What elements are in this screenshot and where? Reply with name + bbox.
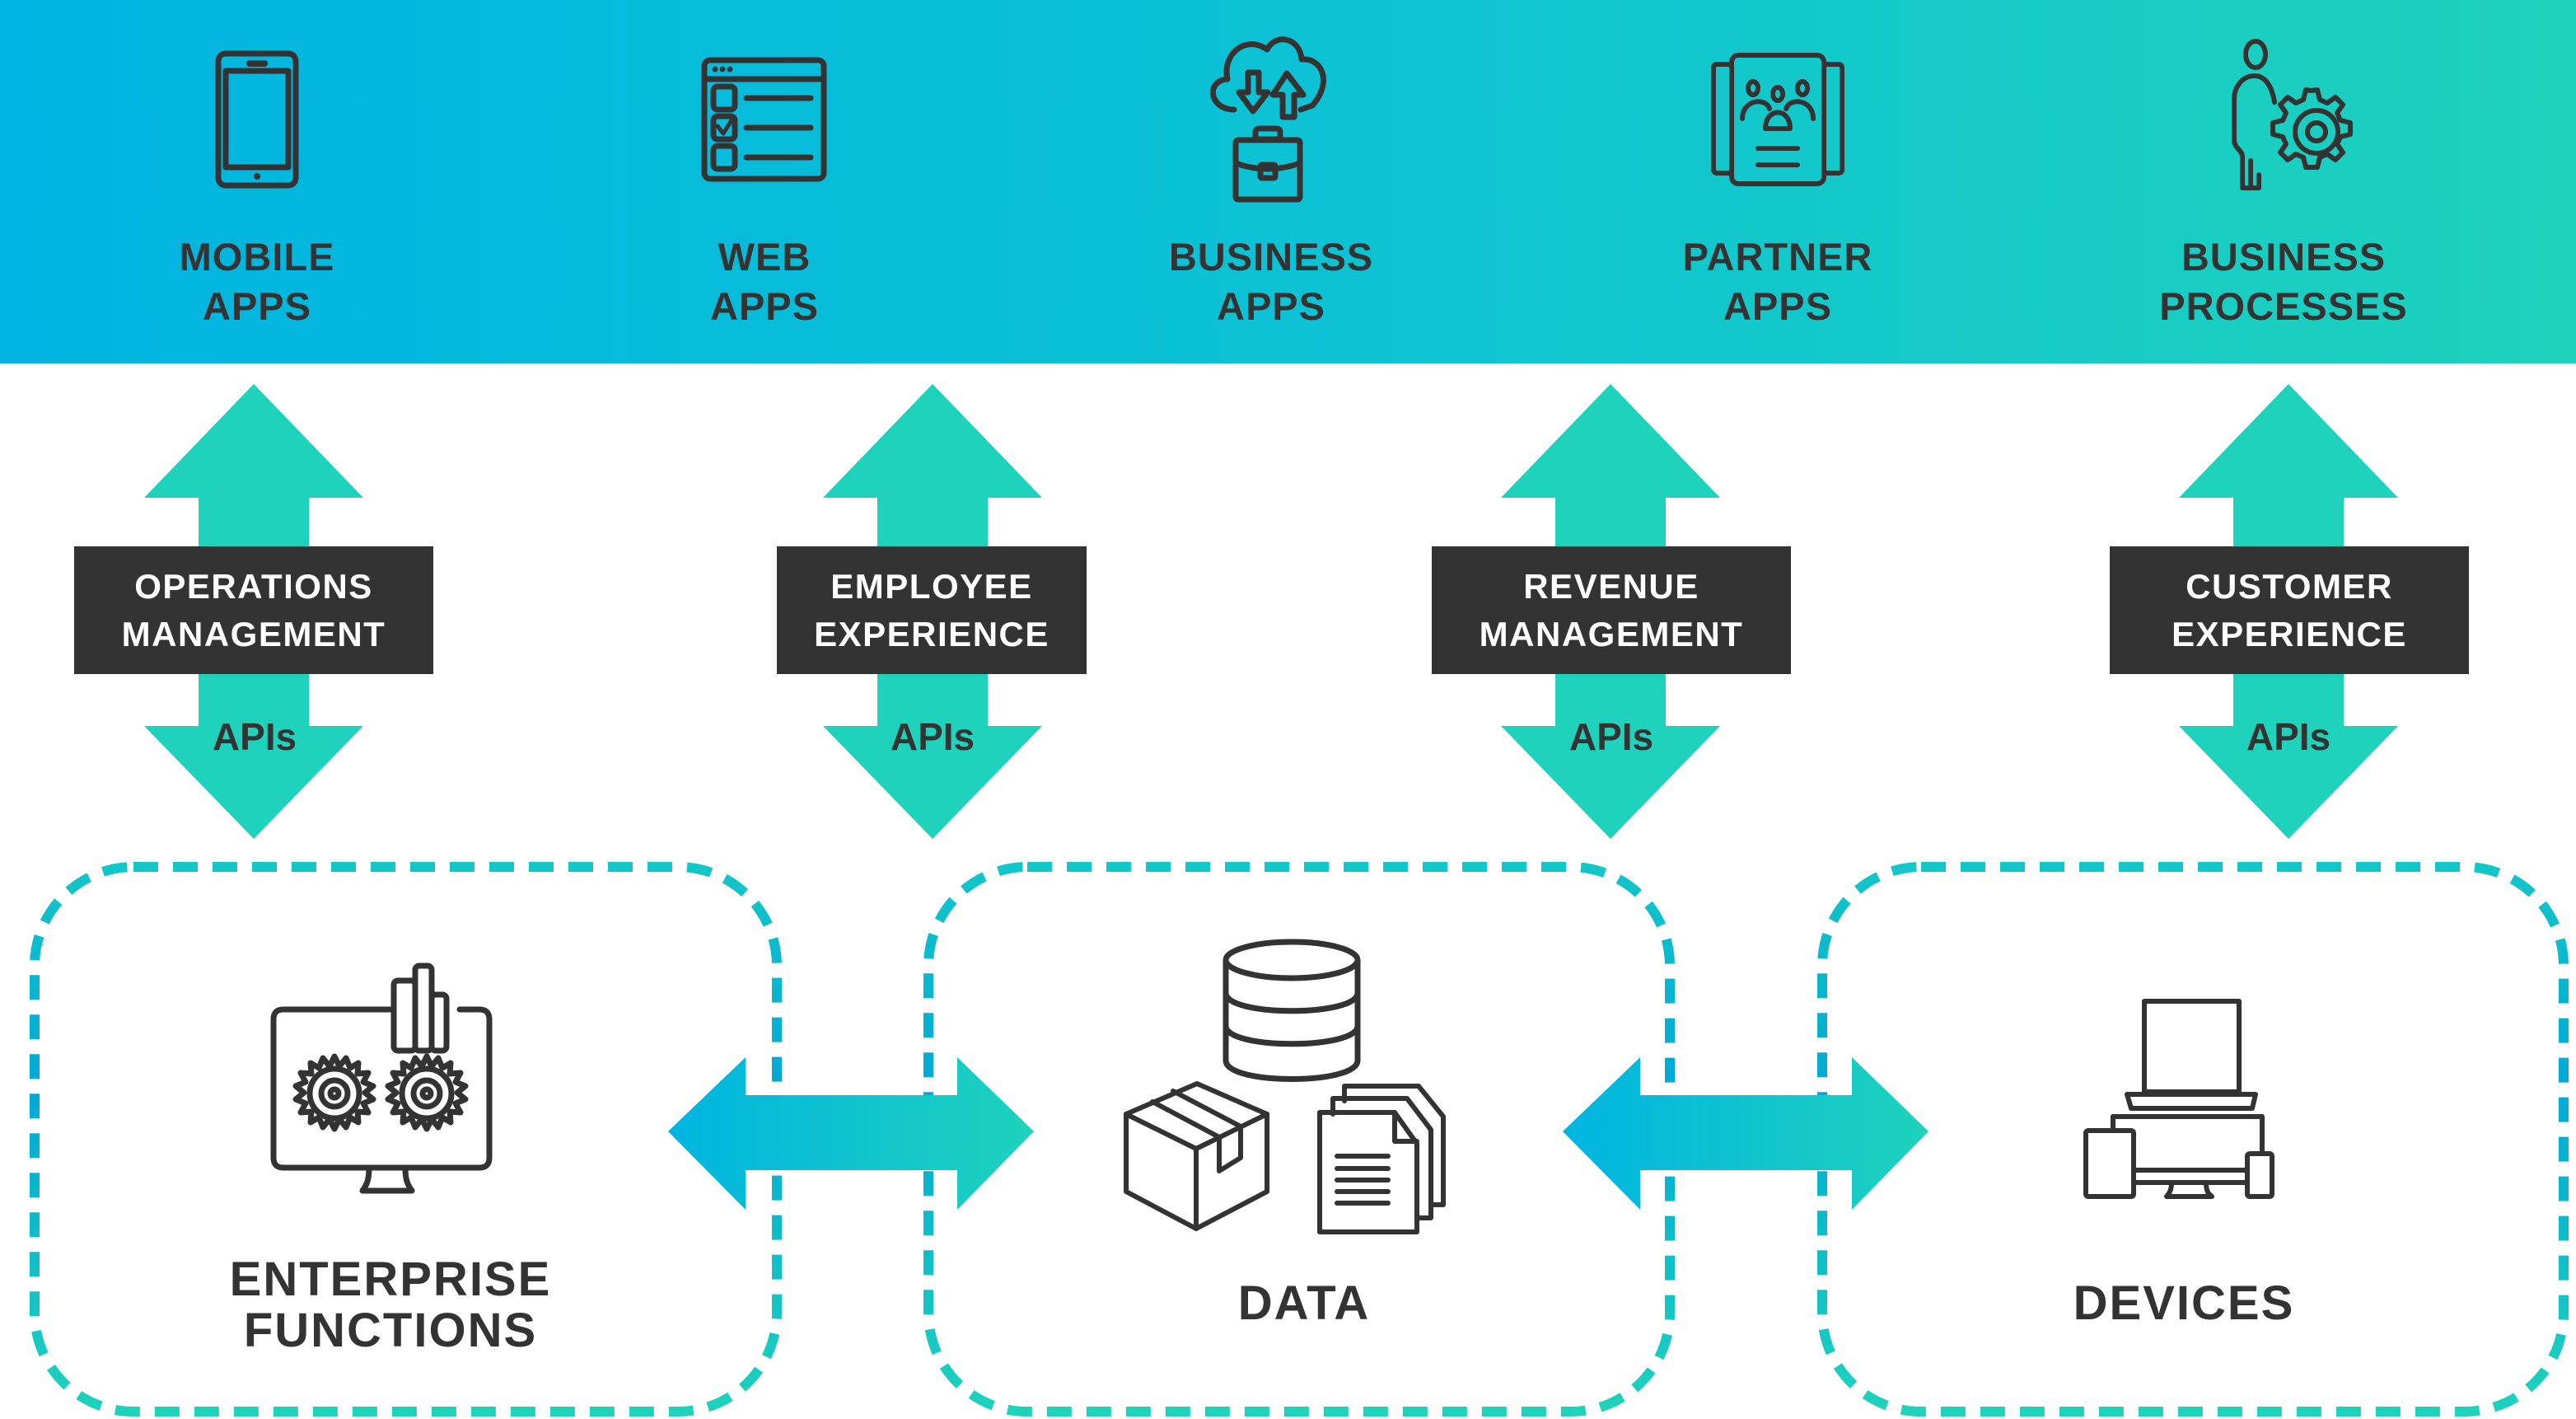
api-label: APIs bbox=[2246, 715, 2331, 758]
smartphone-icon bbox=[215, 50, 299, 189]
connector-tag-customer-experience: CUSTOMER EXPERIENCE bbox=[2110, 546, 2469, 674]
bidirectional-arrow-data-devices bbox=[1563, 1057, 1928, 1210]
api-label: APIs bbox=[1569, 715, 1654, 758]
consumer-label: BUSINESS PROCESSES bbox=[2159, 235, 2408, 328]
bidirectional-arrow-enterprise-data bbox=[668, 1057, 1034, 1210]
api-label: APIs bbox=[212, 715, 297, 758]
connector-tag-revenue-management: REVENUE MANAGEMENT bbox=[1432, 546, 1791, 674]
partner-group-icon bbox=[1711, 53, 1844, 186]
source-label-enterprise-functions: ENTERPRISE FUNCTIONS bbox=[229, 1253, 552, 1357]
web-checklist-icon bbox=[701, 57, 827, 182]
documents-icon bbox=[1317, 1084, 1446, 1234]
api-label: APIs bbox=[890, 715, 975, 758]
database-icon bbox=[1223, 939, 1361, 1082]
consumer-business-apps: BUSINESS APPS bbox=[1057, 0, 1485, 363]
source-label-devices: DEVICES bbox=[2073, 1276, 2295, 1330]
consumer-web-apps: WEB APPS bbox=[550, 0, 979, 363]
consumer-label: MOBILE APPS bbox=[179, 235, 335, 328]
package-box-icon bbox=[1124, 1081, 1269, 1231]
person-gear-icon bbox=[2232, 39, 2353, 190]
consumer-partner-apps: PARTNER APPS bbox=[1564, 0, 1992, 363]
cloud-briefcase-icon bbox=[1210, 36, 1326, 203]
consumer-label: WEB APPS bbox=[710, 235, 819, 328]
consumer-label: BUSINESS APPS bbox=[1168, 235, 1374, 328]
connector-tag-operations-management: OPERATIONS MANAGEMENT bbox=[74, 546, 433, 674]
consumer-mobile-apps: MOBILE APPS bbox=[43, 0, 471, 363]
consumer-business-processes: BUSINESS PROCESSES bbox=[2069, 0, 2498, 363]
connector-tag-employee-experience: EMPLOYEE EXPERIENCE bbox=[777, 546, 1087, 674]
monitor-gears-icon bbox=[270, 962, 493, 1194]
devices-icon bbox=[2083, 999, 2274, 1199]
consumers-band: MOBILE APPS WEB APPS bbox=[0, 0, 2576, 363]
source-label-data: DATA bbox=[1237, 1276, 1371, 1330]
consumer-label: PARTNER APPS bbox=[1682, 235, 1873, 328]
